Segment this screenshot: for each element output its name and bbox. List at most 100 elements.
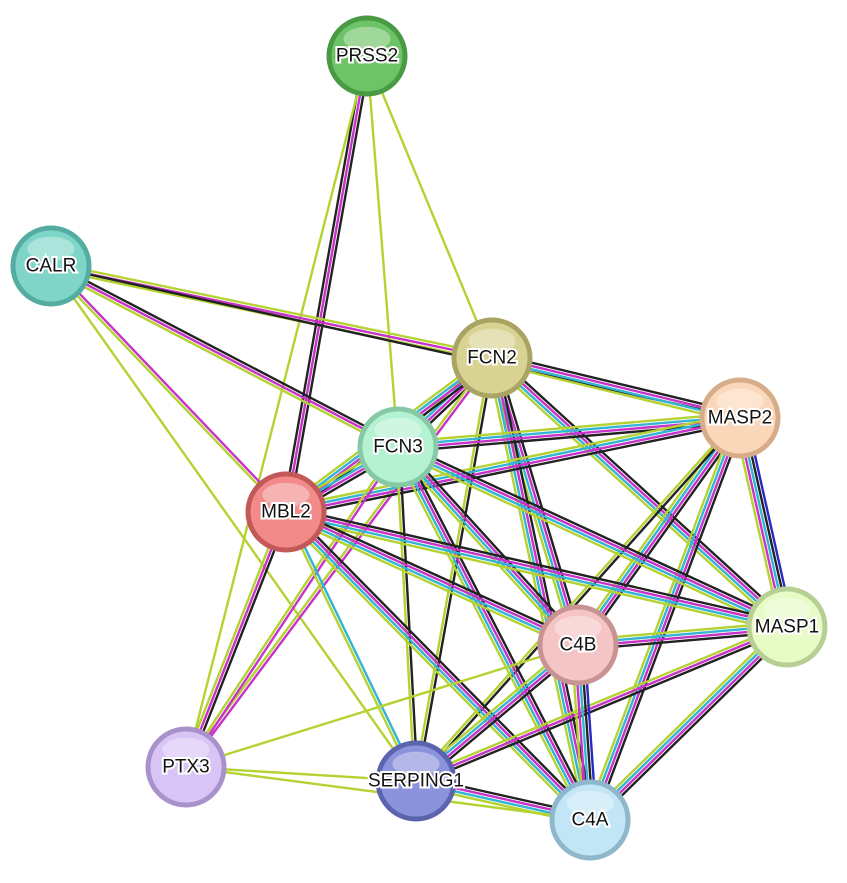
node-circle	[549, 779, 631, 861]
edge-mbl2-serping1	[283, 510, 419, 783]
node-ptx3[interactable]: PTX3	[145, 726, 227, 808]
edge-line-textmining	[413, 415, 741, 782]
edge-line-experiments	[491, 355, 790, 628]
edge-line-databases	[395, 446, 590, 822]
edge-calr-fcn2	[49, 261, 494, 363]
edge-fcn3-c4b	[393, 442, 583, 650]
edge-line-experiments	[492, 356, 593, 821]
edge-line-coexpression	[593, 418, 746, 823]
node-mbl2[interactable]: MBL2	[245, 471, 327, 553]
node-circle	[145, 726, 227, 808]
edge-masp2-mbl2	[283, 412, 743, 518]
edge-line-textmining	[395, 445, 416, 783]
node-highlight	[162, 737, 210, 763]
edge-line-coexpression	[281, 54, 366, 513]
node-prss2[interactable]: PRSS2	[326, 15, 408, 97]
edge-line-databases	[396, 447, 788, 630]
edge-line-experiments	[589, 626, 790, 823]
edge-mbl2-ptx3	[181, 509, 291, 770]
node-circle	[451, 317, 533, 399]
edge-line-databases	[587, 416, 740, 821]
node-fcn2[interactable]: FCN2	[451, 317, 533, 399]
edge-line-databases	[284, 415, 741, 512]
node-c4a[interactable]: C4A	[549, 779, 631, 861]
edge-line-textmining	[50, 261, 494, 357]
edge-masp2-c4b	[572, 414, 746, 649]
edge-line-databases	[396, 415, 742, 447]
edge-line-textmining	[413, 356, 492, 782]
edge-line-experiments	[590, 417, 743, 822]
edge-line-textmining	[283, 412, 741, 509]
edge-line-experiments	[397, 444, 789, 627]
node-label: SERPING1	[368, 771, 464, 792]
node-fcn3[interactable]: FCN3	[357, 406, 439, 488]
node-label: C4A	[572, 810, 609, 831]
node-circle	[746, 586, 828, 668]
node-circle	[245, 471, 327, 553]
edge-line-coexpression	[285, 421, 743, 518]
edge-line-databases	[395, 446, 579, 648]
edge-line-coexpression	[592, 629, 792, 825]
node-label: FCN2	[467, 348, 517, 369]
edge-line-textmining	[48, 267, 398, 452]
edge-line-coexpression	[400, 442, 583, 643]
edge-mbl2-c4a	[281, 507, 595, 825]
edge-prss2-mbl2	[281, 54, 372, 514]
edge-line-databases	[286, 510, 419, 782]
edge-line-coexpression	[187, 511, 291, 770]
edge-c4b-ptx3	[184, 643, 580, 769]
edge-line-coexpression	[416, 628, 790, 786]
edge-line-coexpression	[51, 261, 401, 446]
edge-line-databases	[587, 624, 788, 821]
node-highlight	[343, 26, 391, 52]
node-masp1[interactable]: MASP1	[746, 586, 828, 668]
edge-line-textmining	[585, 622, 785, 818]
edge-line-experiments	[397, 444, 581, 646]
node-masp2[interactable]: MASP2	[699, 377, 781, 459]
edge-masp2-serping1	[413, 415, 743, 784]
edge-line-experiments	[284, 54, 369, 514]
node-highlight	[763, 597, 811, 623]
edge-line-textmining	[392, 447, 587, 824]
edge-line-experiments	[285, 509, 789, 627]
node-circle	[699, 377, 781, 459]
edge-line-experiments	[398, 445, 593, 821]
edge-fcn3-c4a	[392, 443, 596, 824]
edge-line-experiments	[184, 510, 288, 769]
edge-fcn2-masp2	[489, 352, 743, 424]
edge-line-databases	[489, 357, 788, 630]
edge-fcn2-masp1	[487, 353, 792, 632]
node-circle	[10, 225, 92, 307]
node-serping1[interactable]: SERPING1	[366, 740, 466, 822]
edge-prss2-ptx3	[184, 54, 369, 769]
node-label: CALR	[26, 256, 77, 277]
edge-line-textmining	[365, 54, 400, 449]
edge-line-textmining	[283, 515, 788, 633]
edge-line-textmining	[394, 450, 787, 633]
node-label: C4B	[560, 635, 597, 656]
edge-prss2-fcn2	[365, 54, 494, 360]
edge-line-databases	[575, 415, 740, 646]
edge-line-textmining	[489, 361, 741, 424]
edge-line-experiments	[414, 625, 789, 783]
edge-line-experiments	[285, 509, 593, 821]
node-label: PRSS2	[336, 46, 398, 67]
node-calr[interactable]: CALR	[10, 225, 92, 307]
node-c4b[interactable]: C4B	[537, 604, 619, 686]
node-highlight	[566, 790, 614, 816]
edge-line-textmining	[282, 515, 578, 651]
node-label: MASP1	[755, 617, 819, 638]
edge-line-coexpression	[491, 352, 743, 415]
node-highlight	[374, 417, 422, 443]
edge-line-coexpression	[495, 355, 584, 645]
edge-line-experiments	[578, 417, 743, 648]
edge-line-textmining	[183, 444, 398, 768]
edge-line-experiments	[50, 263, 289, 513]
edge-line-experiments	[285, 509, 580, 645]
edge-line-databases	[490, 358, 741, 421]
edge-fcn3-masp1	[394, 441, 791, 633]
node-highlight	[27, 236, 75, 262]
edge-line-coexpression	[401, 443, 596, 820]
